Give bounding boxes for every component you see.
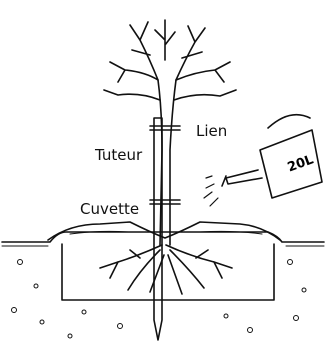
watering-can-label: 20L [286,152,316,175]
label-cuvette: Cuvette [80,202,139,217]
planting-hole [62,244,274,300]
branches [104,20,236,100]
label-lien: Lien [196,124,227,139]
water-drops [204,176,218,206]
trunk [158,80,176,245]
roots [100,245,232,294]
soil-pebbles [12,260,307,339]
cuvette-basin [48,222,280,240]
label-tuteur: Tuteur [95,148,142,163]
